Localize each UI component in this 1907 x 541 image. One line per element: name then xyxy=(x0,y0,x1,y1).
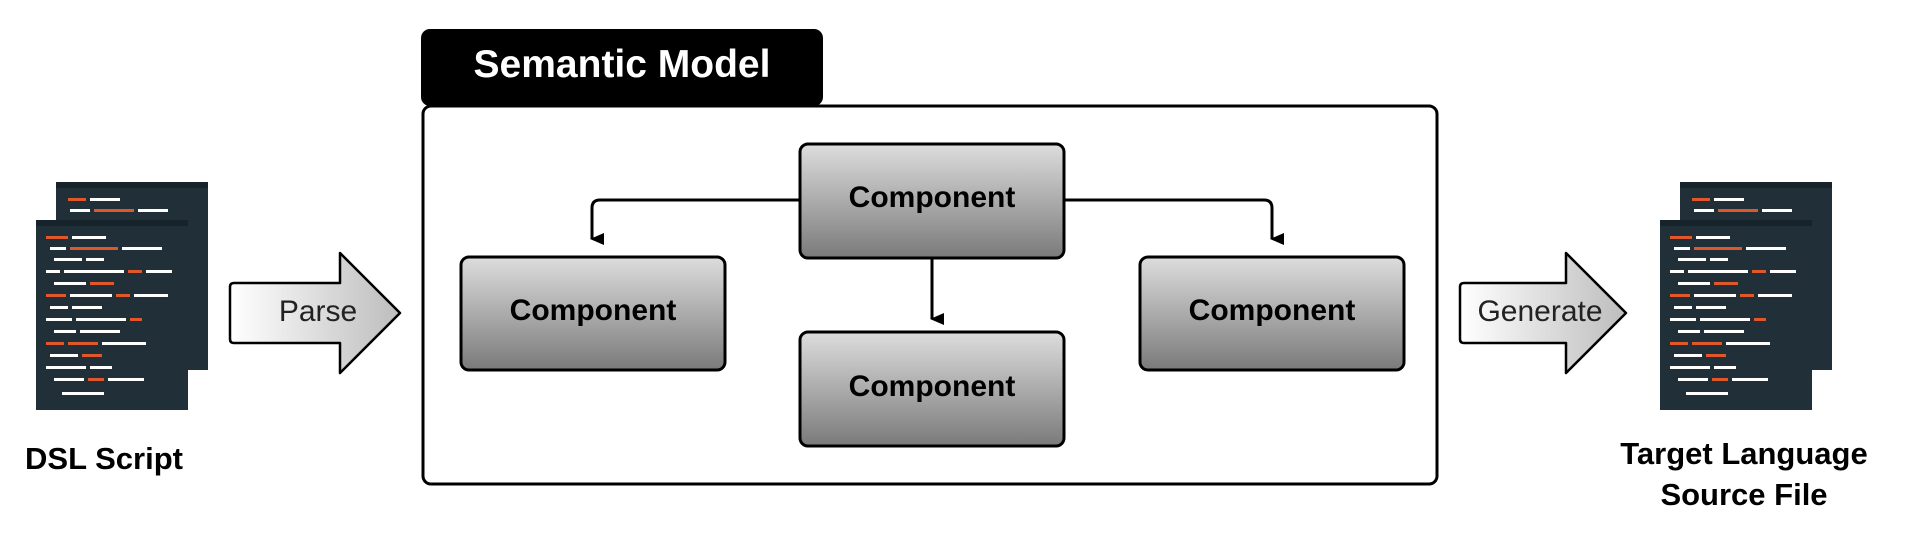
parse-arrow: Parse xyxy=(228,251,402,375)
component-bottom-label: Component xyxy=(849,370,1016,403)
semantic-model-title: Semantic Model xyxy=(474,43,771,86)
connector-lines xyxy=(590,198,1284,325)
component-right: Component xyxy=(1138,255,1406,372)
dsl-script-icon xyxy=(36,182,208,410)
source-file-label: Source File xyxy=(1660,477,1827,512)
target-language-label: Target Language xyxy=(1620,436,1867,471)
generate-arrow: Generate xyxy=(1458,251,1628,375)
connector-top-to-right xyxy=(1064,198,1284,245)
dsl-script-label: DSL Script xyxy=(25,441,183,476)
component-right-label: Component xyxy=(1189,294,1356,327)
code-file-icon-front xyxy=(1660,220,1812,410)
parse-label: Parse xyxy=(279,295,357,328)
connector-top-to-left xyxy=(590,198,800,245)
component-left-label: Component xyxy=(510,294,677,327)
generate-label: Generate xyxy=(1477,295,1602,328)
code-file-icon-front xyxy=(36,220,188,410)
component-bottom: Component xyxy=(798,330,1066,448)
semantic-model-title-tab: Semantic Model xyxy=(421,29,823,106)
component-top-label: Component xyxy=(849,181,1016,214)
component-left: Component xyxy=(459,255,727,372)
target-source-file-icon xyxy=(1660,182,1832,410)
component-top: Component xyxy=(798,142,1066,260)
